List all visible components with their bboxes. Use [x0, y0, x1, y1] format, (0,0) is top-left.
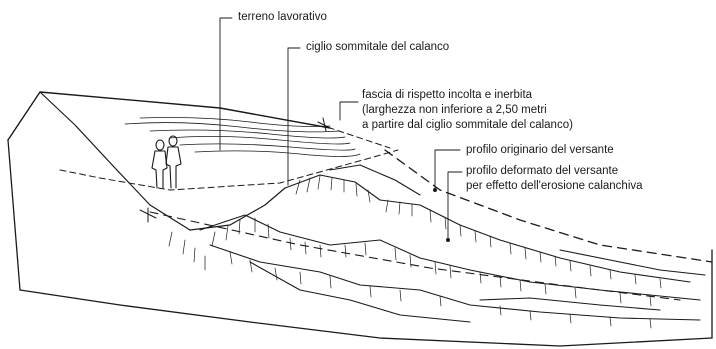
badland-ridges	[199, 164, 706, 323]
label-erosione-calanchiva: per effetto dell'erosione calanchiva	[466, 180, 643, 192]
front-slope-ridge	[39, 91, 191, 231]
leader-dot-deformato	[446, 238, 450, 242]
buffer-cross-1	[139, 207, 157, 223]
label-fascia-partire: a partire dal ciglio sommitale del calan…	[362, 119, 573, 131]
slope-to-ravine	[189, 187, 286, 231]
original-profile-lower	[149, 211, 681, 301]
hachure-strokes	[168, 175, 662, 329]
original-profile-upper	[384, 149, 713, 263]
block-top-edge	[7, 91, 331, 141]
label-fascia-larghezza: (larghezza non inferiore a 2,50 metri	[362, 104, 547, 116]
label-profilo-originario: profilo originario del versante	[466, 144, 614, 156]
leader-dot-originario	[433, 188, 437, 192]
buffer-cross-2	[317, 117, 331, 132]
label-fascia-rispetto: fascia di rispetto incolta e inerbita	[362, 89, 533, 101]
human-figures	[151, 135, 182, 189]
block-left-edge	[7, 139, 21, 291]
buffer-strip-line	[59, 149, 399, 191]
label-profilo-deformato: profilo deformato del versante	[466, 165, 619, 177]
label-terreno-lavorativo: terreno lavorativo	[238, 11, 327, 23]
leader-lines	[219, 17, 463, 241]
field-furrows	[124, 117, 361, 157]
label-ciglio-sommitale: ciglio sommitale del calanco	[306, 41, 450, 53]
block-bottom-edge	[19, 289, 713, 347]
